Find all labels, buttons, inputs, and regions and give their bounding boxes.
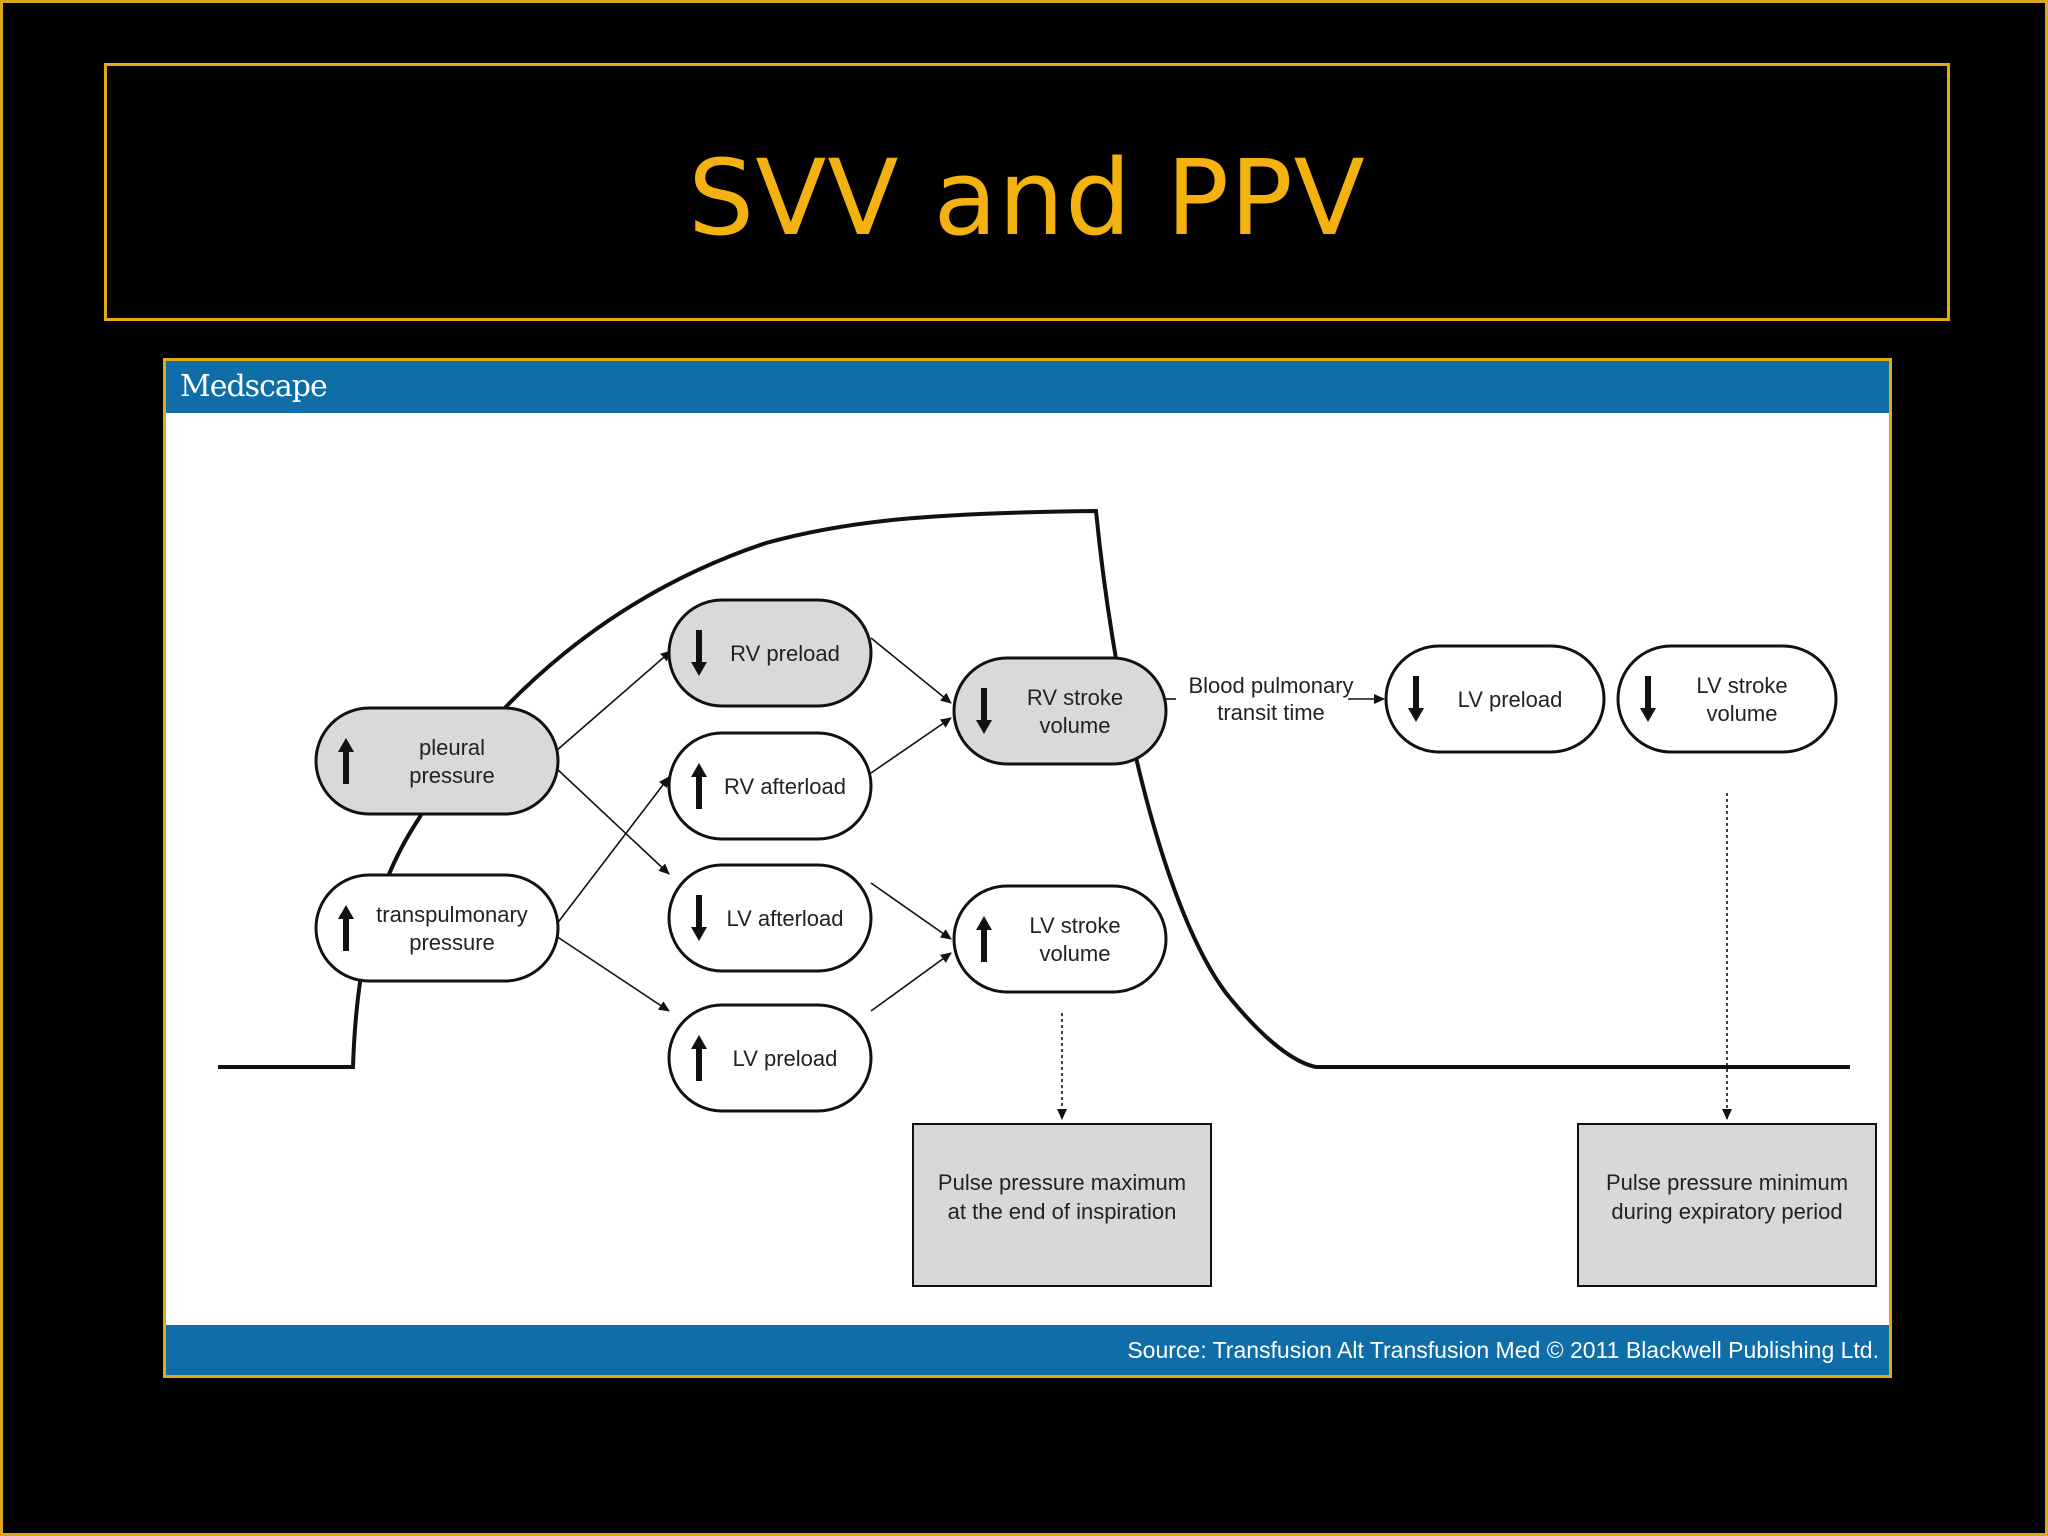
dotted-arrows (1057, 793, 1732, 1120)
transit-label-line-2: transit time (1217, 700, 1325, 725)
arrow-down-icon (976, 688, 992, 734)
figure-footer-band: Source: Transfusion Alt Transfusion Med … (166, 1325, 1889, 1375)
arrow-up-icon (691, 763, 707, 809)
figure-frame: Medscape (163, 358, 1892, 1378)
arrow-down-icon (1408, 676, 1424, 722)
node-lv-preload-dn: LV preload (1384, 644, 1606, 754)
node-pill (667, 731, 873, 841)
node-label-line: LV preload (733, 1046, 838, 1071)
box-pulse-max-line-1: Pulse pressure maximum (938, 1170, 1186, 1195)
node-pill (952, 656, 1168, 766)
node-label-line: pleural (419, 735, 485, 760)
arrow-rv-afterload-rv-stroke (870, 717, 952, 774)
connector-arrows (555, 637, 1385, 1012)
node-rv-preload: RV preload (667, 598, 873, 708)
node-pill (314, 706, 560, 816)
arrow-down-icon (1640, 676, 1656, 722)
node-label-line: LV stroke (1029, 913, 1120, 938)
arrow-pleural-lv-afterload (555, 767, 670, 875)
arrow-up-icon (691, 1035, 707, 1081)
box-pulse-max-line-2: at the end of inspiration (948, 1199, 1177, 1224)
node-lv-stroke-dn: LV stroke volume (1616, 644, 1838, 754)
box-pulse-min (1577, 1123, 1877, 1287)
box-pulse-min-line-2: during expiratory period (1611, 1199, 1842, 1224)
node-pill (314, 873, 560, 983)
node-lv-afterload: LV afterload (667, 863, 873, 973)
box-pulse-min-line-1: Pulse pressure minimum (1606, 1170, 1848, 1195)
node-pill (667, 863, 873, 973)
arrow-up-icon (976, 916, 992, 962)
medscape-logo: Medscape (180, 369, 328, 404)
arrow-rv-preload-rv-stroke (870, 637, 952, 704)
node-label-line: pressure (409, 763, 495, 788)
node-label-line: volume (1040, 941, 1111, 966)
arrow-up-icon (338, 738, 354, 784)
node-label-line: LV afterload (726, 906, 843, 931)
node-lv-preload-up: LV preload (667, 1003, 873, 1113)
node-pill (667, 598, 873, 708)
node-label-line: transpulmonary (376, 902, 528, 927)
node-pill (1616, 644, 1838, 754)
node-rv-stroke: RV stroke volume (952, 656, 1168, 766)
arrow-pleural-rv-preload (555, 650, 672, 752)
node-label-line: volume (1707, 701, 1778, 726)
node-pill (952, 884, 1168, 994)
arrow-transpulm-lv-preload (555, 935, 670, 1012)
diagram: pleural pressure transpulmonary pressure RV … (218, 508, 1877, 1287)
arrow-down-icon (691, 895, 707, 941)
source-citation: Source: Transfusion Alt Transfusion Med … (1127, 1337, 1879, 1363)
node-rv-afterload: RV afterload (667, 731, 873, 841)
node-label-line: RV preload (730, 641, 840, 666)
node-pill (667, 1003, 873, 1113)
arrow-transpulm-rv-afterload (555, 776, 670, 926)
node-label-line: LV preload (1458, 687, 1563, 712)
arrow-lv-preload-lv-stroke (870, 952, 952, 1012)
node-label-line: RV stroke (1027, 685, 1123, 710)
node-label-line: LV stroke (1696, 673, 1787, 698)
node-label-line: pressure (409, 930, 495, 955)
node-transpulm: transpulmonary pressure (314, 873, 560, 983)
node-pleural: pleural pressure (314, 706, 560, 816)
arrow-down-icon (691, 630, 707, 676)
arrow-lv-afterload-lv-stroke (870, 882, 952, 940)
arrow-up-icon (338, 905, 354, 951)
figure-header-band: Medscape (166, 361, 1889, 413)
node-label-line: RV afterload (724, 774, 846, 799)
title-box: SVV and PPV (104, 63, 1950, 321)
node-pill (1384, 644, 1606, 754)
node-lv-stroke-up: LV stroke volume (952, 884, 1168, 994)
box-pulse-max (912, 1123, 1212, 1287)
transit-label-line-1: Blood pulmonary (1188, 673, 1353, 698)
node-label-line: volume (1040, 713, 1111, 738)
pressure-curve (218, 508, 1850, 1069)
slide-title: SVV and PPV (688, 137, 1366, 259)
